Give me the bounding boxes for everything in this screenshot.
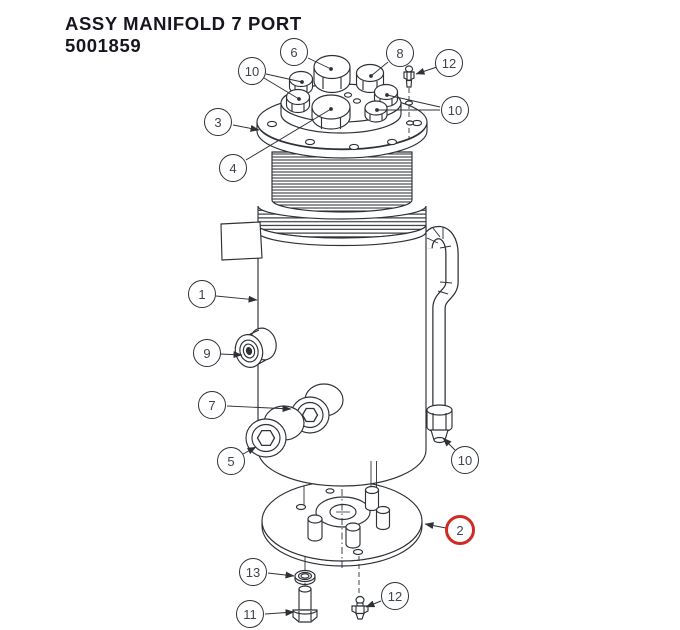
balloon-label: 12 bbox=[387, 588, 403, 604]
balloon-label: 10 bbox=[447, 102, 463, 118]
lower-finned-ring bbox=[257, 205, 427, 247]
port-cap-8 bbox=[355, 63, 385, 94]
washer bbox=[294, 569, 316, 586]
port-caps bbox=[285, 54, 399, 130]
plate-holes bbox=[295, 488, 364, 556]
grease-fitting-top bbox=[403, 65, 415, 140]
standoff-pins bbox=[307, 485, 391, 549]
side-block bbox=[220, 221, 263, 261]
balloon-label: 4 bbox=[229, 160, 237, 176]
balloon-label: 13 bbox=[245, 564, 261, 580]
balloon-label: 2 bbox=[456, 522, 464, 538]
balloon-label: 11 bbox=[243, 606, 257, 622]
balloon-label: 8 bbox=[396, 45, 404, 61]
side-port-fitting bbox=[234, 327, 277, 368]
port-cap-right-front bbox=[364, 100, 388, 123]
balloon-label: 6 bbox=[290, 44, 298, 60]
balloon-label: 10 bbox=[457, 452, 473, 468]
balloon-11[interactable]: 11 bbox=[236, 600, 264, 628]
balloon-10-right[interactable]: 10 bbox=[441, 96, 469, 124]
balloon-label: 7 bbox=[208, 397, 216, 413]
balloon-12-top[interactable]: 12 bbox=[435, 49, 463, 77]
tube-end-fitting bbox=[426, 404, 453, 444]
balloon-label: 3 bbox=[214, 114, 222, 130]
grease-fitting-bottom bbox=[351, 595, 369, 620]
balloon-10-left[interactable]: 10 bbox=[238, 57, 266, 85]
balloon-10-bottom[interactable]: 10 bbox=[451, 446, 479, 474]
balloon-7[interactable]: 7 bbox=[198, 391, 226, 419]
balloon-12-bottom[interactable]: 12 bbox=[381, 582, 409, 610]
balloon-8[interactable]: 8 bbox=[386, 39, 414, 67]
balloon-label: 9 bbox=[203, 345, 211, 361]
front-port-fitting-lower bbox=[245, 405, 305, 458]
title-assembly-name: ASSY MANIFOLD 7 PORT bbox=[65, 13, 302, 34]
bottom-hardware bbox=[292, 556, 369, 623]
bolt bbox=[292, 585, 318, 623]
balloon-label: 10 bbox=[244, 63, 260, 79]
discharge-tube bbox=[419, 225, 459, 410]
port-cap-center bbox=[311, 94, 351, 130]
port-cap-6 bbox=[313, 54, 351, 94]
balloon-9[interactable]: 9 bbox=[193, 339, 221, 367]
balloon-label: 5 bbox=[227, 453, 235, 469]
balloon-label: 12 bbox=[441, 55, 457, 71]
tube-crease-lines bbox=[426, 227, 453, 295]
balloon-2-highlighted[interactable]: 2 bbox=[445, 515, 475, 545]
balloon-label: 1 bbox=[198, 286, 206, 302]
title-part-number: 5001859 bbox=[65, 34, 142, 56]
balloon-5[interactable]: 5 bbox=[217, 447, 245, 475]
drawing-title: ASSY MANIFOLD 7 PORT 5001859 bbox=[65, 13, 302, 56]
leader-lines bbox=[215, 57, 456, 617]
port-cap-left-front bbox=[285, 88, 311, 114]
balloon-3[interactable]: 3 bbox=[204, 108, 232, 136]
balloon-4[interactable]: 4 bbox=[219, 154, 247, 182]
balloon-6[interactable]: 6 bbox=[280, 38, 308, 66]
flange-bolt-holes bbox=[266, 119, 423, 151]
balloon-1[interactable]: 1 bbox=[188, 280, 216, 308]
upper-finned-ring bbox=[271, 151, 413, 213]
base-plate-details bbox=[295, 461, 391, 568]
balloon-13[interactable]: 13 bbox=[239, 558, 267, 586]
